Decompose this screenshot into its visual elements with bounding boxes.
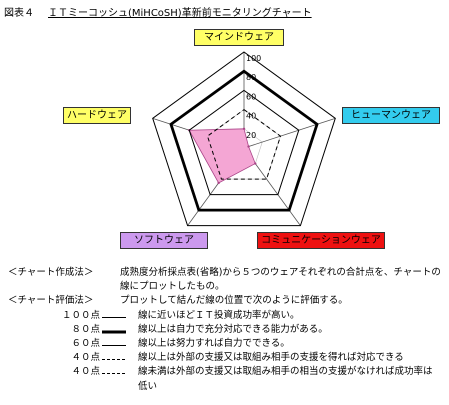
- tick-label-80: 80: [246, 73, 256, 82]
- legend-points: ４０点: [71, 366, 100, 378]
- series-area-0: [188, 128, 256, 184]
- legend-row-40-below: ４０点 線未満は外部の支援又は取組み相手の相当の支援がなければ成功率は: [8, 365, 448, 379]
- tick-label-20: 20: [246, 131, 256, 140]
- legend-description: 線以上は自力で充分対応できる能力がある。: [138, 323, 328, 335]
- legend-description: 線未満は外部の支援又は取組み相手の相当の支援がなければ成功率は: [138, 366, 433, 378]
- legend-row-40-above: ４０点 線以上は外部の支援又は取組み相手の支援を得れば対応できる: [8, 351, 448, 365]
- chart-notes: ＜チャート作成法＞ 成熟度分析採点表(省略)から５つのウェアそれぞれの合計点を、…: [8, 266, 448, 394]
- figure-caption: ＩＴミーコッシュ(MiHCoSH)革新前モニタリングチャート: [48, 8, 312, 19]
- tick-label-40: 40: [246, 112, 256, 121]
- legend-points: ４０点: [71, 352, 100, 364]
- series-point: [217, 181, 220, 185]
- series-point: [242, 127, 246, 130]
- legend-points: ６０点: [71, 337, 100, 349]
- legend-row-100: １００点 線に近いほどＩＴ投資成功率が高い。: [8, 309, 448, 323]
- axis-label-mindware: マインドウェア: [194, 29, 284, 46]
- legend-row-80: ８０点 線以上は自力で充分対応できる能力がある。: [8, 323, 448, 337]
- axis-label-communicationware: コミュニケーションウェア: [257, 232, 385, 249]
- reference-ring-60: [188, 89, 300, 196]
- legend-row-60: ６０点 線以上は努力すれば自力でできる。: [8, 337, 448, 351]
- tick-label-100: 100: [246, 54, 261, 63]
- creation-method-text: 成熟度分析採点表(省略)から５つのウェアそれぞれの合計点を、チャートの: [120, 267, 441, 278]
- legend-points: １００点: [61, 309, 100, 321]
- legend-description: 線以上は努力すれば自力でできる。: [138, 337, 290, 349]
- reference-ring-100: [152, 51, 336, 227]
- creation-method-text-2: 線にプロットしたもの。: [120, 281, 225, 293]
- evaluation-method-row: ＜チャート評価法＞ プロットして結んだ線の位置で次のように評価する。: [8, 294, 448, 308]
- legend-description: 線以上は外部の支援又は取組み相手の支援を得れば対応できる: [138, 352, 404, 364]
- axis-spoke: [243, 117, 336, 149]
- legend-line-dashed: [102, 373, 126, 375]
- axis-label-humanware: ヒューマンウェア: [342, 107, 440, 124]
- reference-ring-40: [206, 108, 282, 180]
- legend-row-continuation: 低い: [8, 380, 448, 394]
- legend-description-continued: 低い: [138, 380, 158, 392]
- axis-label-software: ソフトウェア: [120, 232, 208, 249]
- legend-line-thin: [102, 316, 126, 318]
- tick-label-60: 60: [246, 92, 256, 101]
- reference-ring-80: [169, 69, 319, 212]
- creation-method-row-2: 線にプロットしたもの。: [8, 280, 448, 294]
- creation-method-label: ＜チャート作成法＞: [8, 267, 94, 278]
- evaluation-method-text: プロットして結んだ線の位置で次のように評価する。: [120, 295, 348, 307]
- legend-points: ８０点: [71, 323, 100, 335]
- legend-description: 線に近いほどＩＴ投資成功率が高い。: [138, 309, 300, 321]
- series-point: [254, 162, 257, 165]
- figure-number: 図表４: [4, 8, 34, 19]
- legend-line-dashed: [102, 359, 126, 361]
- axis-label-hardware: ハードウェア: [63, 107, 131, 124]
- radar-chart: 20 40 60 80 100: [152, 51, 336, 227]
- figure-title: 図表４ ＩＴミーコッシュ(MiHCoSH)革新前モニタリングチャート: [4, 4, 312, 19]
- legend-line-thick: [102, 330, 126, 334]
- series-point: [247, 145, 250, 148]
- legend-line-thin: [102, 344, 126, 346]
- creation-method-row: ＜チャート作成法＞ 成熟度分析採点表(省略)から５つのウェアそれぞれの合計点を、…: [8, 266, 448, 280]
- evaluation-method-label: ＜チャート評価法＞: [8, 295, 94, 307]
